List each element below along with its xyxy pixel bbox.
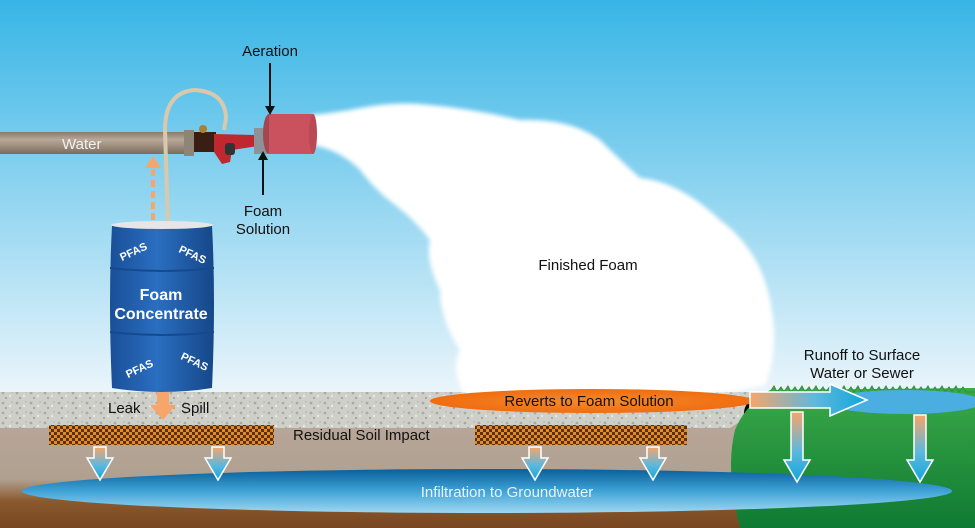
- runoff-label-line2: Water or Sewer: [810, 365, 914, 382]
- pipe-coupling: [184, 130, 194, 156]
- foam-solution-label-line1: Foam: [244, 203, 282, 220]
- eductor-body: [194, 132, 216, 152]
- eductor-knob: [199, 125, 207, 133]
- surface-water-pond: [827, 390, 975, 414]
- aeration-pointer-arrowhead: [265, 106, 275, 115]
- grass-tufts: [769, 385, 975, 393]
- reverts-label: Reverts to Foam Solution: [504, 393, 673, 410]
- foam-solution-pointer-arrowhead: [258, 151, 268, 160]
- infiltration-arrow: [638, 446, 668, 482]
- infiltration-arrow: [782, 411, 812, 484]
- aerator-tube: [269, 114, 313, 154]
- water-pipe: [0, 132, 190, 154]
- eductor-valve: [225, 143, 235, 155]
- aeration-label: Aeration: [242, 43, 298, 60]
- infiltration-label: Infiltration to Groundwater: [421, 484, 594, 501]
- eductor-nozzle: [214, 134, 258, 164]
- runoff-arrow: [749, 382, 869, 418]
- residual-soil-impact-label: Residual Soil Impact: [293, 427, 431, 444]
- groundwater-lens: [22, 469, 952, 513]
- finished-foam-cloud: [312, 103, 774, 399]
- foam-solution-label-line2: Solution: [236, 221, 290, 238]
- foam-concentrate-drum: [109, 221, 215, 392]
- water-label: Water: [62, 136, 101, 153]
- residual-soil-band-left: [49, 425, 274, 445]
- infiltration-arrow: [905, 414, 935, 484]
- residual-soil-band-right: [475, 425, 687, 445]
- reverts-foam-solution-puddle: [430, 389, 754, 413]
- finished-foam-label: Finished Foam: [538, 257, 637, 274]
- infiltration-arrow: [520, 446, 550, 482]
- suction-flow-arrowhead: [145, 156, 161, 168]
- drum-label-line1: Foam: [140, 287, 183, 304]
- runoff-label-line1: Runoff to Surface: [804, 347, 920, 364]
- drum-label-line2: Concentrate: [114, 306, 207, 323]
- spill-label: Spill: [181, 400, 209, 417]
- concentrate-hose: [162, 87, 229, 226]
- aerator-outlet: [309, 114, 317, 154]
- infiltration-arrow: [85, 446, 115, 482]
- leak-spill-arrow: [150, 392, 176, 420]
- infiltration-arrow: [203, 446, 233, 482]
- leak-label: Leak: [108, 400, 141, 417]
